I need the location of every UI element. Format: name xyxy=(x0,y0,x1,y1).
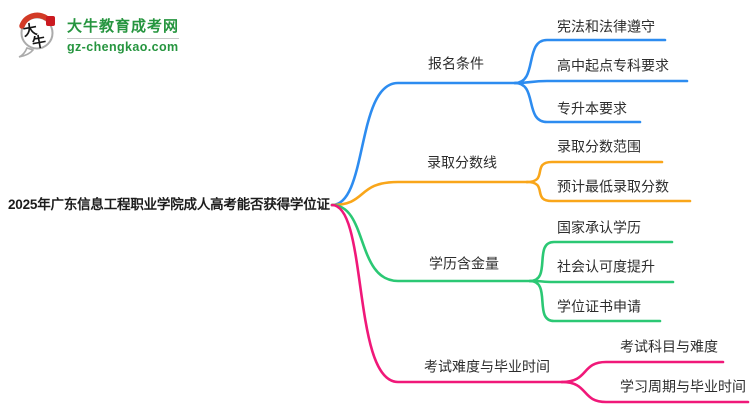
leaf-xianfa: 宪法和法律遵守 xyxy=(557,18,655,35)
bubble-char-top: 大 xyxy=(22,21,39,39)
leaf-line-fanwei xyxy=(525,160,664,184)
red-seal xyxy=(46,16,55,26)
branch-line-luqu xyxy=(330,180,529,207)
branch-label-baoming: 报名条件 xyxy=(428,55,484,72)
leaf-xuewei: 学位证书申请 xyxy=(557,298,641,315)
leaf-line-gaozhong xyxy=(513,79,689,85)
leaf-line-guojia xyxy=(528,240,674,283)
logo-divider xyxy=(67,37,180,39)
leaf-guojia: 国家承认学历 xyxy=(557,219,641,236)
leaf-line-shehui xyxy=(528,279,675,284)
branch-line-kaoshi xyxy=(330,203,564,384)
site-logo: 大 牛 大牛教育成考网 gz-chengkao.com xyxy=(14,10,180,58)
branch-label-luqu: 录取分数线 xyxy=(427,154,497,171)
leaf-zhuanshengben: 专升本要求 xyxy=(557,100,627,117)
leaf-gaozhong: 高中起点专科要求 xyxy=(557,57,669,74)
leaf-line-zuidi xyxy=(525,180,692,203)
logo-url: gz-chengkao.com xyxy=(67,39,179,54)
leaf-zuidi: 预计最低录取分数 xyxy=(557,178,669,195)
leaf-shehui: 社会认可度提升 xyxy=(557,258,655,275)
branch-label-kaoshi: 考试难度与毕业时间 xyxy=(424,358,550,375)
logo-title: 大牛教育成考网 xyxy=(67,17,180,35)
logo-text-block: 大牛教育成考网 gz-chengkao.com xyxy=(67,15,180,54)
leaf-line-zhuanshengben xyxy=(513,81,642,124)
leaf-kemu: 考试科目与难度 xyxy=(620,338,718,355)
leaf-line-kemu xyxy=(560,360,725,384)
bubble-tail xyxy=(18,47,35,58)
branch-line-xueli xyxy=(330,203,532,283)
red-beret xyxy=(19,12,49,29)
leaf-fanwei: 录取分数范围 xyxy=(557,138,641,155)
branch-label-xueli: 学历含金量 xyxy=(429,255,499,272)
leaf-line-xuewei xyxy=(528,279,662,323)
root-node: 2025年广东信息工程职业学院成人高考能否获得学位证 xyxy=(8,196,330,212)
leaf-line-xianfa xyxy=(513,38,667,85)
leaf-line-zhouqi xyxy=(560,380,750,404)
bubble-char-bottom: 牛 xyxy=(31,33,48,51)
leaf-zhouqi: 学习周期与毕业时间 xyxy=(620,378,746,395)
branch-line-baoming xyxy=(330,81,517,207)
bull-bubble-icon: 大 牛 xyxy=(18,12,55,58)
